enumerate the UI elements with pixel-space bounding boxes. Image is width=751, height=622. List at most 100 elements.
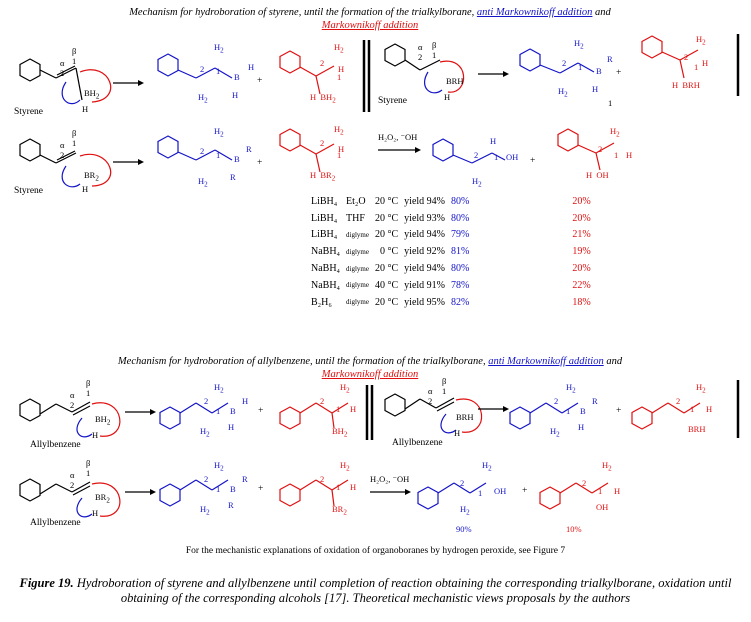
blue-h-bb: H — [592, 84, 599, 94]
bh2-label: BH2 — [84, 88, 100, 101]
blue-h2-7: H2 — [482, 460, 492, 473]
red-c2: 2 — [320, 58, 325, 68]
blue-b-2: B — [234, 154, 240, 164]
blue-h-b: H — [232, 90, 239, 100]
red-c1-b: 1 — [694, 62, 699, 72]
blue-c2-b: 2 — [562, 58, 567, 68]
mark-alcohol-row4 — [539, 482, 609, 510]
blue-h-5: H — [578, 422, 585, 432]
mark-percentage: 10% — [566, 524, 582, 534]
red-h-bh2: H BH2 — [310, 92, 336, 105]
red-c2-2: 2 — [320, 138, 325, 148]
title2-anti-text: anti Markownikoff addition — [488, 356, 604, 367]
anti-cell: 78% — [451, 279, 470, 291]
solvent-cell: diglyme — [346, 230, 369, 239]
red-c2-6: 2 — [320, 474, 325, 484]
title-and-text: and — [592, 7, 611, 18]
yield-cell: yield 91% — [404, 279, 445, 291]
figure-caption: Figure 19. Hydroboration of styrene and … — [8, 576, 743, 606]
mark-cell: 18% — [572, 296, 591, 308]
blue-h2-3: H2 — [472, 176, 482, 189]
solvent-cell: THF — [346, 212, 365, 224]
h-label-4: H — [92, 508, 99, 518]
plus-sign-6: + — [258, 484, 264, 494]
solvent-cell: diglyme — [346, 247, 369, 256]
reagent-cell: LiBH₄ — [311, 229, 338, 241]
red-h-br2: H BR2 — [310, 170, 336, 183]
anti-cell: 80% — [451, 195, 470, 207]
blue-h2-4: H2 — [214, 382, 224, 395]
title2-text: Mechanism for hydroboration of allylbenz… — [117, 356, 489, 367]
mark-alcohol-row2 — [557, 128, 615, 171]
yield-cell: yield 92% — [404, 246, 445, 258]
h-label: H — [82, 104, 89, 114]
reagent-cell: NaBH₄ — [311, 263, 341, 275]
allyl-label: Allylbenzene — [30, 440, 81, 450]
red-c2-5: 2 — [676, 396, 681, 406]
red-h2-6: H2 — [340, 460, 350, 473]
red-c2-3: 2 — [598, 144, 603, 154]
blue-h2b-6: H2 — [200, 504, 210, 517]
anti-cell: 80% — [451, 212, 470, 224]
styrene-label-2: Styrene — [14, 186, 44, 196]
red-h2: H2 — [334, 42, 344, 55]
anti-cell: 82% — [451, 296, 470, 308]
anti-product-row1 — [157, 53, 233, 79]
red-h2-2: H2 — [334, 124, 344, 137]
brh-label-3b: BRH — [456, 412, 474, 422]
blue-c2-6: 2 — [204, 474, 209, 484]
h-label-3: H — [92, 430, 99, 440]
allyl-mechanism-title: Mechanism for hydroboration of allylbenz… — [60, 355, 680, 381]
solvent-cell: diglyme — [346, 264, 369, 273]
solvent-cell: diglyme — [346, 281, 369, 290]
allyl-row4-reactant — [19, 478, 121, 518]
blue-r2-2: R — [230, 172, 236, 182]
blue-c1-3: 1 — [494, 152, 499, 162]
red-h-brh: H BRH — [672, 80, 700, 90]
mark-cell: 20% — [572, 263, 591, 275]
mark-cell: 19% — [572, 246, 591, 258]
temp-cell: 20 °C — [375, 212, 399, 224]
red-bh2-4: BH2 — [332, 426, 348, 439]
red-h-oh-3: H OH — [586, 170, 609, 180]
mark-cell: 22% — [572, 279, 591, 291]
blue-c2-7: 2 — [460, 478, 465, 488]
blue-h: H — [248, 62, 255, 72]
styrene-row2-reactant — [19, 138, 112, 188]
temp-cell: 0 °C — [380, 246, 399, 258]
br2-label: BR2 — [84, 170, 99, 183]
anti-cell: 81% — [451, 246, 470, 258]
red-h2-7: H2 — [602, 460, 612, 473]
caption-text: Hydroboration of styrene and allylbenzen… — [73, 576, 732, 605]
plus-sign-3: + — [530, 156, 536, 166]
blue-hb-4: H — [228, 422, 235, 432]
red-c1-2: 1 — [337, 150, 342, 160]
blue-c2-3: 2 — [474, 150, 479, 160]
blue-r-2: R — [246, 144, 252, 154]
title-text: Mechanism for hydroboration of styrene, … — [129, 7, 477, 18]
mark-cell: 21% — [572, 229, 591, 241]
allyl-label-2: Allylbenzene — [30, 518, 81, 528]
h-label-b: H — [444, 92, 451, 102]
blue-b: B — [234, 72, 240, 82]
plus-sign-b: + — [616, 68, 622, 78]
title2-and-text: and — [603, 356, 623, 367]
blue-r-6: R — [242, 474, 248, 484]
red-c1-5: 1 — [690, 404, 695, 414]
red-h2-4: H2 — [340, 382, 350, 395]
anti-product-row2 — [157, 135, 233, 161]
blue-h2b: H2 — [198, 92, 208, 105]
mark-product-row1b — [641, 35, 699, 79]
reagent-cell: LiBH₄ — [311, 195, 338, 207]
